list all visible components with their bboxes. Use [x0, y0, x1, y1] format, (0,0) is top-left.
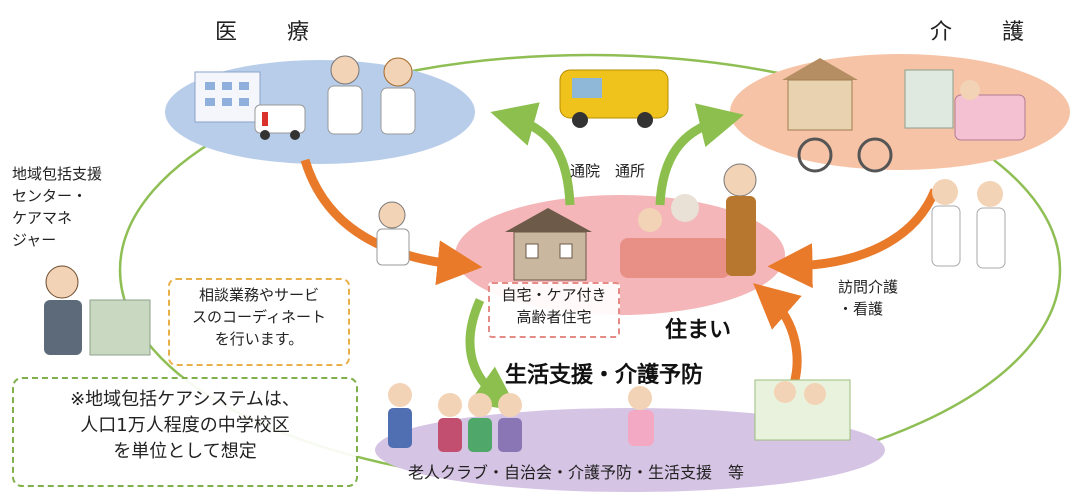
support-heading: 生活支援・介護予防 — [505, 363, 704, 388]
visit-care-label: 訪問介護 ・看護 — [838, 278, 899, 318]
doctors-illustration — [327, 55, 416, 135]
arrow-home-to-medical — [490, 102, 575, 206]
arrow-home-to-support — [465, 298, 519, 412]
arrow-care-to-home — [767, 188, 940, 289]
medical-title: 医 療 — [215, 20, 324, 45]
care-manager-illustration — [44, 265, 151, 356]
coordination-box: 相談業務やサービ スのコーディネート を行います。 — [168, 278, 350, 366]
care-title: 介 護 — [930, 20, 1039, 45]
hospital-illustration — [194, 71, 306, 140]
system-note-box: ※地域包括ケアシステムは、 人口1万人程度の中学校区 を単位として想定 — [12, 377, 358, 487]
arrow-home-to-care — [655, 103, 744, 206]
family-illustration — [620, 163, 757, 278]
care-facility-illustration — [782, 58, 1026, 173]
nurses-illustration — [931, 179, 1006, 269]
arrow-medical-to-home — [300, 158, 483, 286]
commute-label: 通院 通所 — [570, 162, 646, 180]
house-illustration — [505, 208, 592, 281]
center-manager-label: 地域包括支援 センター・ ケアマネ ジャー — [12, 165, 103, 249]
welfare-taxi-illustration — [559, 69, 669, 128]
residence-label: 住まい — [665, 318, 732, 343]
home-type-box: 自宅・ケア付き 高齢者住宅 — [488, 282, 620, 338]
bottom-activities-label: 老人クラブ・自治会・介護予防・生活支援 等 — [408, 463, 745, 482]
visiting-doctor-illustration — [376, 201, 410, 266]
elders-group-illustration — [388, 379, 851, 452]
